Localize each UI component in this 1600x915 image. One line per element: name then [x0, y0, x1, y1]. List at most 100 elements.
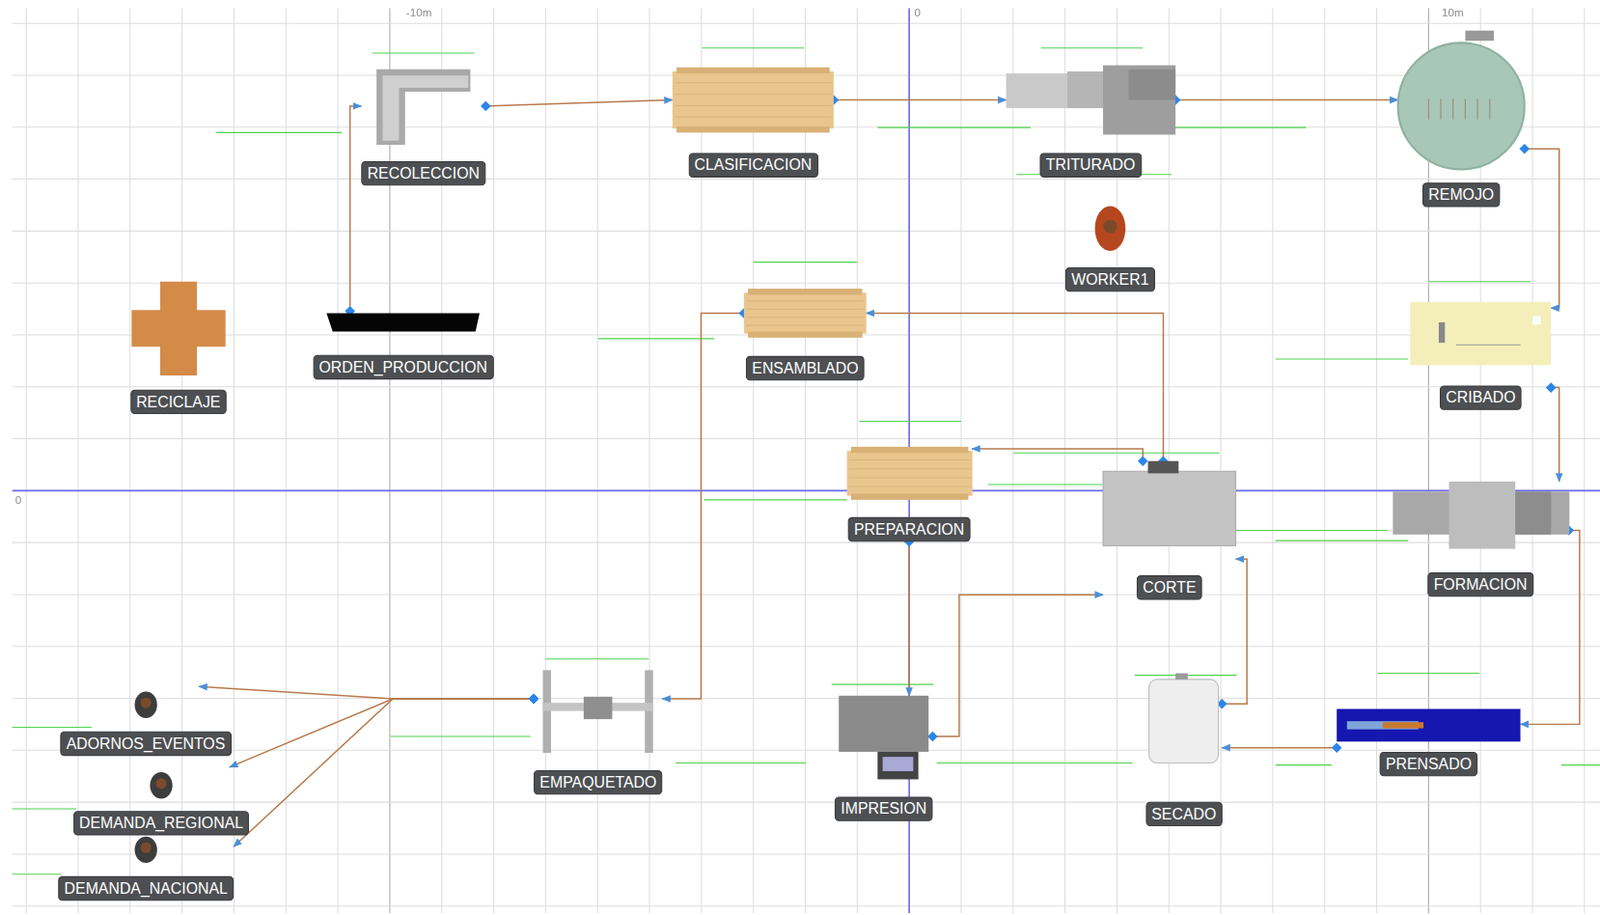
station-illustration [132, 830, 159, 864]
station-illustration [838, 695, 929, 780]
grid-line [12, 645, 1600, 647]
grid-line [12, 178, 1600, 180]
station-node: CLASIFICACION [672, 67, 834, 178]
grid-line [1271, 7, 1273, 912]
grid-line [12, 749, 1600, 751]
grid-line [1583, 7, 1585, 912]
station-illustration [1103, 461, 1236, 547]
grid-line [1064, 7, 1066, 912]
station-node: IMPRESION [834, 695, 934, 822]
station-label: IMPRESION [834, 796, 934, 821]
grid-line [12, 386, 1600, 387]
grid-line [337, 7, 339, 912]
station-node: RECOLECCION [360, 69, 486, 186]
station-node: WORKER1 [1065, 200, 1156, 292]
equipment-icon [149, 772, 172, 799]
grid-line [12, 801, 1600, 803]
grid-line [12, 697, 1600, 699]
flow-connector [908, 541, 910, 696]
marker-stroke [701, 47, 804, 49]
marker-stroke [12, 808, 78, 810]
station-node: ADORNOS_EVENTOS [59, 686, 232, 756]
station-node: CORTE [1103, 461, 1236, 601]
ruler-mark: 0 [15, 494, 22, 507]
grid-line [181, 7, 183, 912]
grid-line [12, 490, 1600, 492]
flow-connector [1520, 530, 1580, 725]
grid-line [1324, 7, 1325, 912]
grid-line [285, 7, 287, 912]
flow-connector [971, 448, 1143, 462]
grid-line [493, 7, 495, 912]
equipment-icon [1392, 481, 1570, 550]
station-node: ENSAMBLADO [744, 288, 867, 381]
equipment-icon [1398, 30, 1525, 170]
marker-stroke [1173, 127, 1306, 129]
marker-stroke [1275, 358, 1408, 359]
station-illustration [376, 69, 470, 145]
ruler-mark: -10m [406, 5, 433, 19]
grid-line [12, 905, 1600, 907]
grid-line [1012, 7, 1014, 912]
station-node: ORDEN_PRODUCCION [312, 310, 494, 380]
equipment-icon [838, 695, 929, 780]
marker-stroke [877, 127, 1031, 129]
marker-stroke [752, 261, 857, 263]
equipment-icon [131, 281, 225, 376]
station-illustration [326, 310, 480, 332]
station-label: ENSAMBLADO [745, 356, 865, 381]
flow-connector [662, 312, 745, 698]
marker-stroke [598, 337, 716, 339]
marker-stroke [390, 736, 531, 738]
grid-line [26, 7, 28, 912]
station-illustration [1336, 709, 1520, 743]
station-label: WORKER1 [1065, 267, 1156, 292]
station-node: FORMACION [1392, 481, 1570, 597]
grid-line [12, 23, 1600, 25]
grid-line [12, 542, 1600, 544]
flow-connector [485, 100, 673, 107]
equipment-icon [1149, 673, 1219, 764]
station-node: DEMANDA_NACIONAL [57, 830, 234, 901]
flow-connector [866, 312, 1164, 461]
marker-stroke [1275, 540, 1408, 542]
flow-connector [233, 698, 534, 847]
marker-stroke [858, 420, 962, 422]
grid-line [12, 230, 1600, 232]
grid-line [752, 7, 754, 912]
station-node: CRIBADO [1409, 302, 1551, 411]
grid-line [1376, 7, 1378, 912]
marker-stroke [546, 658, 650, 660]
station-label: RECOLECCION [360, 161, 486, 186]
station-illustration [1398, 42, 1525, 169]
marker-stroke [1275, 764, 1332, 766]
station-illustration [846, 446, 972, 500]
marker-stroke [12, 873, 62, 875]
station-node: PRENSADO [1336, 709, 1520, 777]
marker-stroke [1428, 280, 1531, 282]
station-illustration [1409, 302, 1551, 366]
station-node: SECADO [1145, 673, 1222, 828]
station-illustration [132, 686, 159, 719]
station-node: PREPARACION [846, 446, 972, 542]
station-label: ADORNOS_EVENTOS [59, 731, 231, 756]
station-node: DEMANDA_REGIONAL [73, 767, 250, 836]
marker-stroke [372, 52, 475, 54]
station-illustration [1092, 200, 1128, 252]
grid-line [804, 7, 806, 912]
marker-stroke [1234, 529, 1388, 531]
marker-stroke [216, 132, 342, 134]
station-illustration [1006, 65, 1177, 136]
station-label: SECADO [1145, 801, 1223, 827]
grid-line [1116, 7, 1118, 912]
station-illustration [744, 288, 867, 338]
equipment-icon [135, 691, 158, 718]
station-label: DEMANDA_NACIONAL [57, 876, 234, 901]
station-label: CRIBADO [1439, 385, 1522, 410]
equipment-icon [1336, 709, 1520, 743]
station-label: DEMANDA_REGIONAL [73, 810, 250, 835]
grid-line [77, 7, 79, 912]
flow-connector [198, 686, 534, 699]
marker-stroke [1013, 452, 1220, 454]
